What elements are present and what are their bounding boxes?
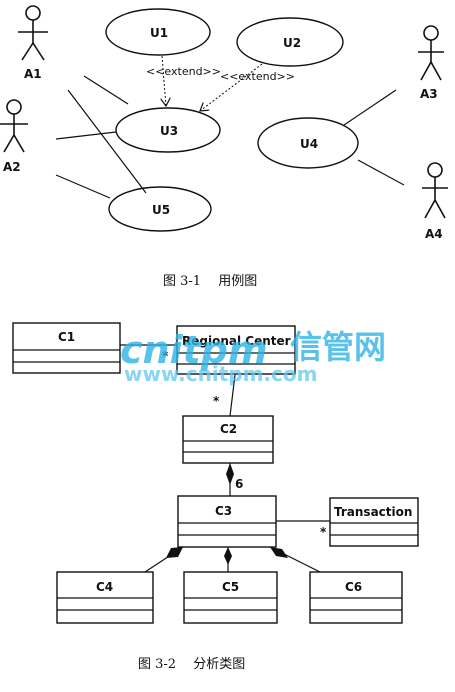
assoc-a2-u3: [55, 131, 117, 140]
actor-a4-label: A4: [425, 227, 443, 241]
use-case-u2-label: U2: [283, 36, 301, 50]
assoc-regional-center-c2: [229, 374, 236, 417]
assoc-a1-u3: [83, 75, 129, 105]
class-c3-name: C3: [215, 504, 232, 518]
use-case-u2: [236, 17, 344, 67]
use-case-u3: [115, 107, 221, 153]
actor-a3-label: A3: [420, 87, 438, 101]
class-c2: C2: [182, 415, 274, 464]
class-c3: C3: [177, 495, 277, 548]
class-c2-name: C2: [220, 422, 237, 436]
diamond-c3-c4: [166, 547, 183, 558]
figure-caption-3-1: 图 3-1 用例图: [163, 274, 257, 289]
watermark-brand: cnitpm: [120, 328, 268, 372]
use-case-u4: [257, 117, 359, 169]
actor-a1-label: A1: [24, 67, 42, 81]
class-regional-center-name: Regional Center: [182, 334, 291, 348]
actor-a1: [18, 5, 48, 61]
class-c4-name: C4: [96, 580, 113, 594]
multiplicity-c2-c3: 6: [235, 477, 243, 491]
actor-a2: [0, 99, 28, 153]
assoc-a1-u5: [67, 89, 147, 194]
assoc-a2-u5: [55, 174, 111, 199]
class-c6-name: C6: [345, 580, 362, 594]
assoc-a3-u4: [343, 89, 397, 126]
diamond-c3-c6: [270, 547, 288, 558]
class-c4: C4: [56, 571, 154, 624]
use-case-u1-label: U1: [150, 26, 168, 40]
class-c5-name: C5: [222, 580, 239, 594]
class-transaction: Transaction: [329, 497, 419, 547]
use-case-u1: [105, 8, 211, 56]
use-case-u5-label: U5: [152, 203, 170, 217]
use-case-u5: [108, 186, 212, 232]
class-c6: C6: [309, 571, 403, 624]
multiplicity-c1-regional-center: *: [162, 349, 169, 363]
use-case-u4-label: U4: [300, 137, 318, 151]
figure-caption-3-2: 图 3-2 分析类图: [138, 657, 245, 672]
class-regional-center: Regional Center: [176, 325, 296, 375]
actor-a4: [422, 162, 448, 219]
class-c5: C5: [183, 571, 278, 624]
watermark: cnitpm 信管网 www.cnitpm.com: [120, 328, 386, 386]
class-transaction-name: Transaction: [334, 505, 412, 519]
actor-a3: [418, 25, 444, 81]
class-c1: C1: [12, 322, 121, 374]
extend-label-2: <<extend>>: [220, 70, 295, 83]
multiplicity-regional-center-c2: *: [213, 394, 220, 408]
use-case-u3-label: U3: [160, 124, 178, 138]
class-c1-name: C1: [58, 330, 75, 344]
watermark-url: www.cnitpm.com: [124, 362, 317, 386]
diamond-c2-c3: [226, 463, 234, 485]
assoc-a4-u4: [357, 159, 405, 186]
watermark-suffix: 信管网: [290, 328, 386, 366]
extend-u1-u3: [162, 55, 166, 106]
extend-label-1: <<extend>>: [146, 65, 221, 78]
diamond-c3-c5: [224, 547, 232, 565]
multiplicity-c3-transaction: *: [320, 525, 327, 539]
extend-u2-u3: [200, 63, 263, 111]
actor-a2-label: A2: [3, 160, 21, 174]
